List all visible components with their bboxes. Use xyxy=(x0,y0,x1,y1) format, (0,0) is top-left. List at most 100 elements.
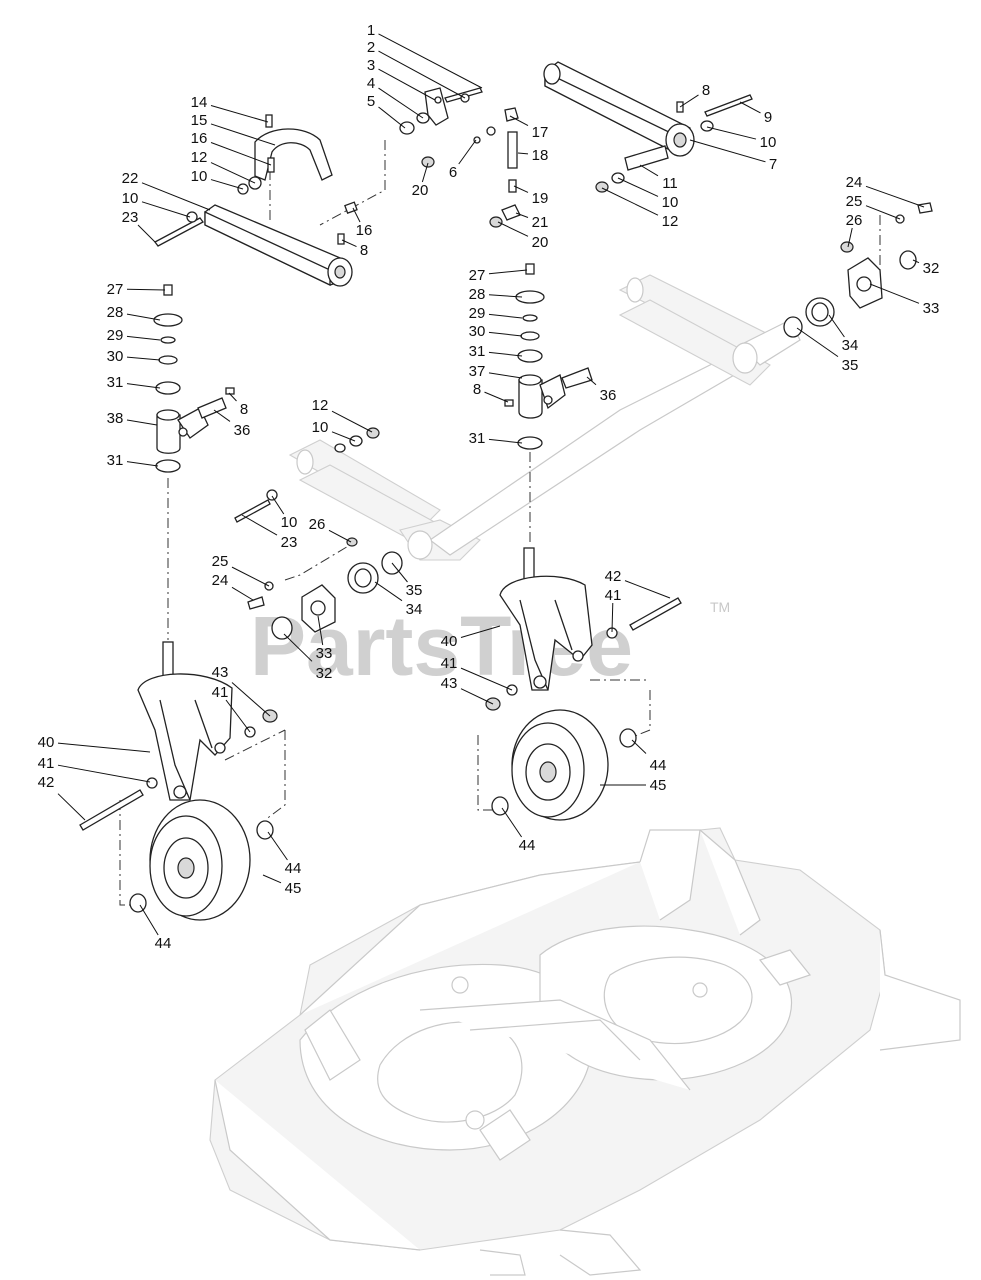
callout-label: 4 xyxy=(367,75,375,92)
callout-25: 25 xyxy=(212,553,270,587)
callout-8: 8 xyxy=(228,392,248,418)
callout-41: 41 xyxy=(605,587,622,633)
callout-43: 43 xyxy=(212,664,271,717)
callout-26: 26 xyxy=(309,516,352,543)
callout-16: 16 xyxy=(191,130,272,166)
callout-21: 21 xyxy=(515,212,548,231)
callout-label: 3 xyxy=(367,57,375,74)
callout-leader xyxy=(517,152,529,155)
callout-leader xyxy=(328,529,352,543)
mower-deck-ghost xyxy=(209,827,961,1276)
callout-leader xyxy=(141,182,211,211)
callout-leader xyxy=(488,438,523,444)
callout-leader xyxy=(139,904,159,936)
callout-leader xyxy=(611,602,614,633)
callout-12: 12 xyxy=(191,149,256,184)
callout-label: 8 xyxy=(360,242,368,259)
callout-leader xyxy=(137,224,156,243)
callout-leader xyxy=(213,409,231,422)
callout-label: 10 xyxy=(760,134,777,151)
callout-label: 26 xyxy=(846,212,863,229)
callout-leader xyxy=(624,580,671,599)
callout-leader xyxy=(210,179,244,190)
callout-label: 36 xyxy=(600,387,617,404)
callout-leader xyxy=(210,142,272,166)
caster-wheel-right xyxy=(491,709,637,821)
callout-leader xyxy=(231,566,270,587)
callout-leader xyxy=(241,514,278,536)
callout-leader xyxy=(509,115,529,127)
callout-label: 41 xyxy=(605,587,622,604)
callout-label: 14 xyxy=(191,94,208,111)
callout-22: 22 xyxy=(122,170,211,211)
callout-label: 15 xyxy=(191,112,208,129)
callout-label: 20 xyxy=(412,182,429,199)
callout-label: 36 xyxy=(234,422,251,439)
callout-leader xyxy=(57,764,151,783)
callout-leader xyxy=(317,615,324,646)
callout-label: 38 xyxy=(107,410,124,427)
callout-36: 36 xyxy=(213,409,251,439)
callout-label: 8 xyxy=(473,381,481,398)
callout-leader xyxy=(57,793,86,821)
callout-leader xyxy=(331,431,356,442)
callout-leader xyxy=(460,688,494,705)
callout-44: 44 xyxy=(139,904,171,952)
callout-35: 35 xyxy=(796,327,859,374)
callout-label: 12 xyxy=(191,149,208,166)
callout-31: 31 xyxy=(469,343,523,360)
callout-leader xyxy=(378,87,424,119)
callout-label: 29 xyxy=(469,305,486,322)
callout-8: 8 xyxy=(473,381,509,403)
callout-18: 18 xyxy=(517,147,549,164)
caster-pivot-left xyxy=(153,284,235,473)
callout-leader xyxy=(126,313,161,321)
callout-label: 10 xyxy=(662,194,679,211)
caster-fork-right xyxy=(485,547,682,711)
callout-10: 10 xyxy=(617,177,679,211)
callout-leader xyxy=(271,495,285,515)
callout-12: 12 xyxy=(312,397,373,433)
callout-45: 45 xyxy=(600,777,666,794)
callout-label: 30 xyxy=(469,323,486,340)
callout-16: 16 xyxy=(352,207,372,239)
callout-label: 18 xyxy=(532,147,549,164)
callout-leader xyxy=(225,699,251,733)
callout-6: 6 xyxy=(449,139,477,181)
callout-label: 29 xyxy=(107,327,124,344)
callout-label: 11 xyxy=(662,175,678,192)
callout-leader xyxy=(865,205,901,220)
callout-leader xyxy=(460,667,513,691)
callout-leader xyxy=(228,392,237,402)
callout-leader xyxy=(828,314,845,338)
callout-leader xyxy=(488,313,523,319)
callout-leader xyxy=(617,177,659,197)
callout-42: 42 xyxy=(38,774,86,821)
callout-label: 44 xyxy=(519,837,536,854)
callout-label: 45 xyxy=(650,777,667,794)
callout-40: 40 xyxy=(38,734,151,753)
callout-label: 8 xyxy=(702,82,710,99)
callout-label: 6 xyxy=(449,164,457,181)
callout-33: 33 xyxy=(316,615,332,662)
callout-leader xyxy=(126,356,161,361)
callout-label: 40 xyxy=(38,734,55,751)
callout-label: 37 xyxy=(469,363,486,380)
callout-10: 10 xyxy=(312,419,356,442)
callout-label: 32 xyxy=(316,665,333,682)
callout-label: 35 xyxy=(842,357,859,374)
callout-30: 30 xyxy=(107,348,161,365)
callout-29: 29 xyxy=(107,327,161,344)
callout-leader xyxy=(374,581,403,602)
callout-label: 25 xyxy=(212,553,229,570)
callout-label: 24 xyxy=(846,174,863,191)
callout-14: 14 xyxy=(191,94,269,123)
callout-label: 41 xyxy=(38,755,55,772)
callout-leader xyxy=(484,391,509,403)
callout-41: 41 xyxy=(441,655,513,691)
callout-label: 7 xyxy=(769,156,777,173)
callout-label: 31 xyxy=(469,343,486,360)
callout-label: 33 xyxy=(923,300,940,317)
